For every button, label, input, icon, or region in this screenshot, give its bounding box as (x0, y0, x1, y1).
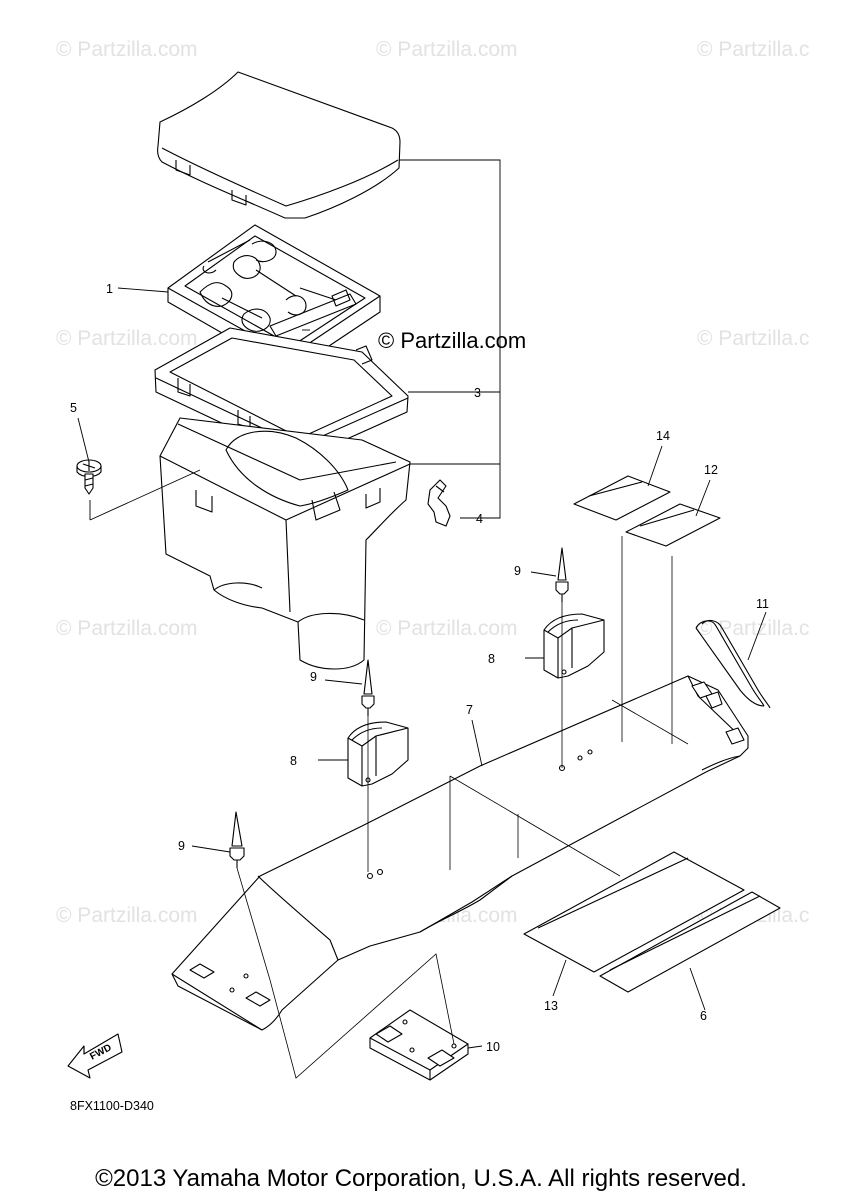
callout-6: 6 (700, 1009, 707, 1023)
clip-part-4 (427, 479, 451, 527)
rivet-part-9-upper (555, 547, 569, 602)
toolbox-body (159, 417, 411, 670)
forward-arrow-icon: FWD (67, 1033, 123, 1079)
callout-numbers: 1 3 4 5 6 7 8 8 9 9 9 10 11 12 13 14 (70, 282, 769, 1054)
callout-13: 13 (544, 999, 558, 1013)
callout-12: 12 (704, 463, 718, 477)
callout-1: 1 (106, 282, 113, 296)
label-part-13 (523, 851, 745, 973)
watermark: © Partzilla.com (376, 617, 518, 640)
bracket-part-8-lower (347, 721, 409, 787)
screw-part-5 (76, 459, 102, 495)
plate-part-10 (369, 1009, 469, 1081)
label-part-14 (573, 475, 671, 521)
callout-7: 7 (466, 703, 473, 717)
callout-4: 4 (476, 512, 483, 526)
watermark: © Partzilla.com (56, 617, 198, 640)
callout-9-upper: 9 (514, 564, 521, 578)
callout-8-upper: 8 (488, 652, 495, 666)
watermark: © Partzilla.com (376, 38, 518, 61)
bracket-part-8-upper (543, 613, 605, 679)
callout-9-lower: 9 (178, 839, 185, 853)
label-part-12 (625, 503, 721, 547)
watermark-center: © Partzilla.com (378, 328, 526, 353)
hook-part-11 (695, 619, 771, 709)
callout-10: 10 (486, 1040, 500, 1054)
toolbox-frame (154, 327, 409, 461)
watermark: © Partzilla.c (697, 38, 809, 61)
leader-lines (77, 159, 767, 1049)
copyright-notice: ©2013 Yamaha Motor Corporation, U.S.A. A… (95, 1165, 747, 1192)
watermark: © Partzilla.com (56, 904, 198, 927)
watermark: © Partzilla.com (56, 38, 198, 61)
callout-11: 11 (756, 597, 769, 611)
rivet-part-9-lower (229, 811, 245, 868)
callout-5: 5 (70, 401, 77, 415)
callout-8-lower: 8 (290, 754, 297, 768)
diagram-code: 8FX1100-D340 (70, 1099, 154, 1113)
toolbox-lid (157, 71, 401, 219)
tool-tray (167, 224, 381, 373)
assembly-lines (236, 536, 689, 1079)
watermark-layer: © Partzilla.com © Partzilla.com © Partzi… (56, 38, 809, 927)
callout-9-middle: 9 (310, 670, 317, 684)
watermark: © Partzilla.com (56, 327, 198, 350)
callout-3: 3 (474, 386, 481, 400)
label-part-6 (599, 891, 781, 993)
callout-14: 14 (656, 429, 670, 443)
rivet-part-9-middle (361, 659, 375, 716)
seat-base-plate (171, 675, 749, 1031)
watermark: © Partzilla.c (697, 327, 809, 350)
